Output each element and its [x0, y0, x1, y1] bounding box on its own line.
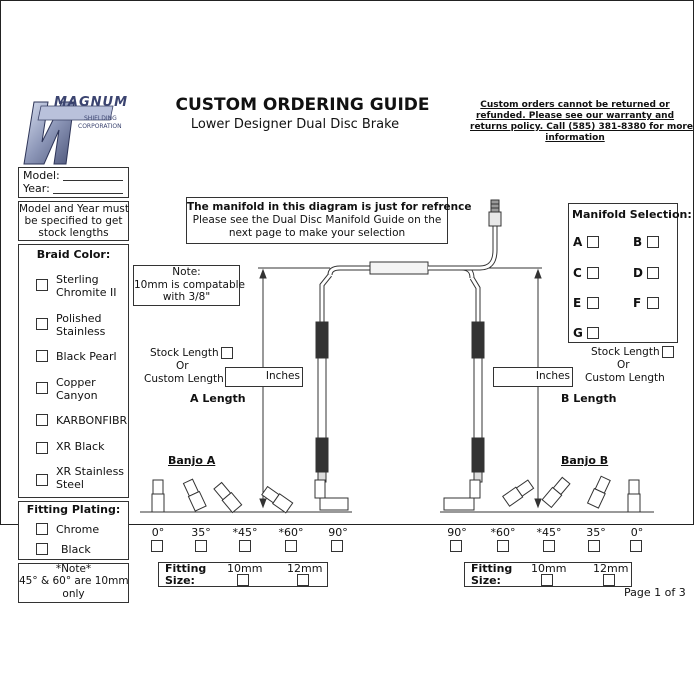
manifold-checkbox-f[interactable]: [647, 297, 659, 309]
banjo-a-checkbox-0[interactable]: [151, 540, 163, 552]
model-label: Model:: [23, 169, 60, 182]
manifold-checkbox-c[interactable]: [587, 267, 599, 279]
manifold-checkbox-b[interactable]: [647, 236, 659, 248]
braid-checkbox-black-pearl[interactable]: [36, 350, 48, 362]
braid-color-box: Braid Color: Sterling Chromite II Polish…: [18, 244, 129, 498]
page-title: CUSTOM ORDERING GUIDE: [175, 95, 430, 115]
logo-sub-1: SHIELDING: [84, 115, 117, 122]
braid-checkbox-copper[interactable]: [36, 382, 48, 394]
b-stock-length-checkbox[interactable]: [662, 346, 674, 358]
banjo-b-checkbox-45[interactable]: [543, 540, 555, 552]
banjo-b-checkbox-35[interactable]: [588, 540, 600, 552]
page-subtitle: Lower Designer Dual Disc Brake: [190, 117, 400, 132]
banjo-a-fittings: [151, 478, 349, 514]
model-field[interactable]: [63, 170, 123, 181]
compat-note-box: Note: 10mm is compatable with 3/8": [133, 265, 245, 306]
logo-wordmark: MAGNUM: [54, 95, 129, 110]
manifold-note-box: The manifold in this diagram is just for…: [186, 197, 471, 244]
model-note-box: Model and Year must be specified to get …: [18, 201, 129, 241]
company-logo: MAGNUM SHIELDING CORPORATION: [14, 92, 127, 166]
fitting-size-b-box: Fitting Size: 10mm 12mm: [464, 562, 632, 587]
banjo-a-checkbox-45[interactable]: [239, 540, 251, 552]
logo-sub-2: CORPORATION: [78, 123, 122, 130]
manifold-checkbox-d[interactable]: [647, 267, 659, 279]
fitting-size-a-10mm[interactable]: [237, 574, 249, 586]
b-custom-length-input[interactable]: Inches: [493, 367, 573, 387]
fitting-size-b-12mm[interactable]: [603, 574, 615, 586]
model-year-box: Model: Year:: [18, 167, 129, 198]
fitting-plating-box: Fitting Plating: Chrome Black: [18, 501, 129, 560]
banjo-b-checkbox-60[interactable]: [497, 540, 509, 552]
fitting-size-a-box: Fitting Size: 10mm 12mm: [158, 562, 328, 587]
braid-color-heading: Braid Color:: [36, 248, 111, 261]
fitting-size-a-12mm[interactable]: [297, 574, 309, 586]
manifold-checkbox-e[interactable]: [587, 297, 599, 309]
year-field[interactable]: [53, 183, 123, 194]
plating-checkbox-black[interactable]: [36, 543, 48, 555]
banjo-a-checkbox-60[interactable]: [285, 540, 297, 552]
plating-checkbox-chrome[interactable]: [36, 523, 48, 535]
banjo-b-fittings: [443, 475, 641, 513]
angle-note-box: *Note* 45° & 60° are 10mm only: [18, 563, 129, 603]
banjo-b-checkbox-90[interactable]: [450, 540, 462, 552]
manifold-selection-box: Manifold Selection: A B C D E F G: [568, 203, 692, 343]
braid-checkbox-sterling[interactable]: [36, 279, 48, 291]
manifold-checkbox-a[interactable]: [587, 236, 599, 248]
braid-checkbox-xr-stainless[interactable]: [36, 474, 48, 486]
fitting-size-b-10mm[interactable]: [541, 574, 553, 586]
page-frame: [0, 0, 694, 525]
a-stock-length-checkbox[interactable]: [221, 347, 233, 359]
banjo-a-checkbox-35[interactable]: [195, 540, 207, 552]
banjo-a-checkbox-90[interactable]: [331, 540, 343, 552]
a-custom-length-input[interactable]: Inches: [225, 367, 303, 387]
braid-checkbox-polished[interactable]: [36, 318, 48, 330]
banjo-b-checkbox-0[interactable]: [630, 540, 642, 552]
manifold-checkbox-g[interactable]: [587, 327, 599, 339]
year-label: Year:: [23, 182, 50, 195]
braid-checkbox-xr-black[interactable]: [36, 442, 48, 454]
braid-checkbox-karbonfibr[interactable]: [36, 414, 48, 426]
page-number: Page 1 of 3: [624, 586, 686, 599]
